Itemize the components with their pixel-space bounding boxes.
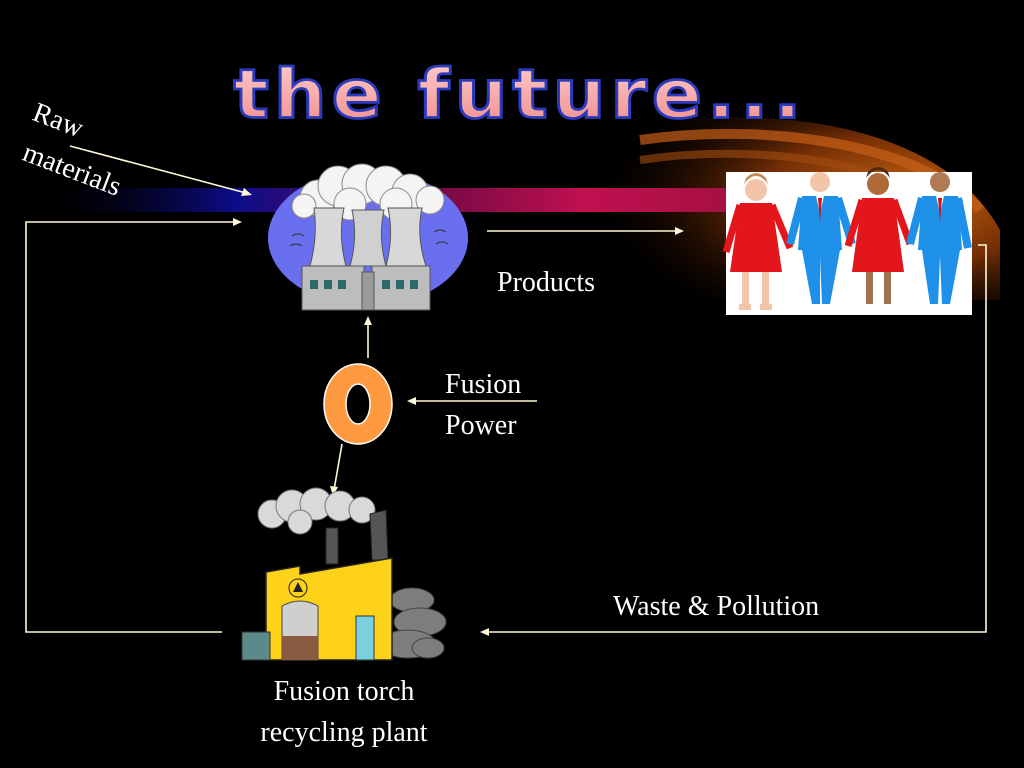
recycling-plant-label-line2: recycling plant bbox=[260, 717, 428, 748]
recycle-return-line bbox=[25, 221, 236, 633]
people-icon bbox=[722, 167, 972, 315]
power-to-recycler-arrow bbox=[333, 443, 343, 491]
waste-pollution-label: Waste & Pollution bbox=[613, 591, 820, 622]
raw-materials-arrow bbox=[69, 145, 247, 194]
fusion-power-label-line2: Power bbox=[445, 410, 517, 441]
recycling-factory-icon bbox=[241, 487, 447, 661]
recycling-plant-label-line1: Fusion torch bbox=[273, 676, 415, 707]
title-text: the future... bbox=[234, 54, 807, 133]
waste-arrow bbox=[486, 244, 987, 633]
flow-arrows bbox=[25, 145, 987, 636]
products-label: Products bbox=[497, 267, 595, 298]
fusion-torus-icon bbox=[323, 363, 393, 445]
slide-title: the future... bbox=[232, 53, 807, 135]
fusion-power-label-line1: Fusion bbox=[445, 369, 522, 400]
power-plant-icon bbox=[268, 163, 468, 311]
recycle-symbol-icon bbox=[288, 578, 308, 598]
